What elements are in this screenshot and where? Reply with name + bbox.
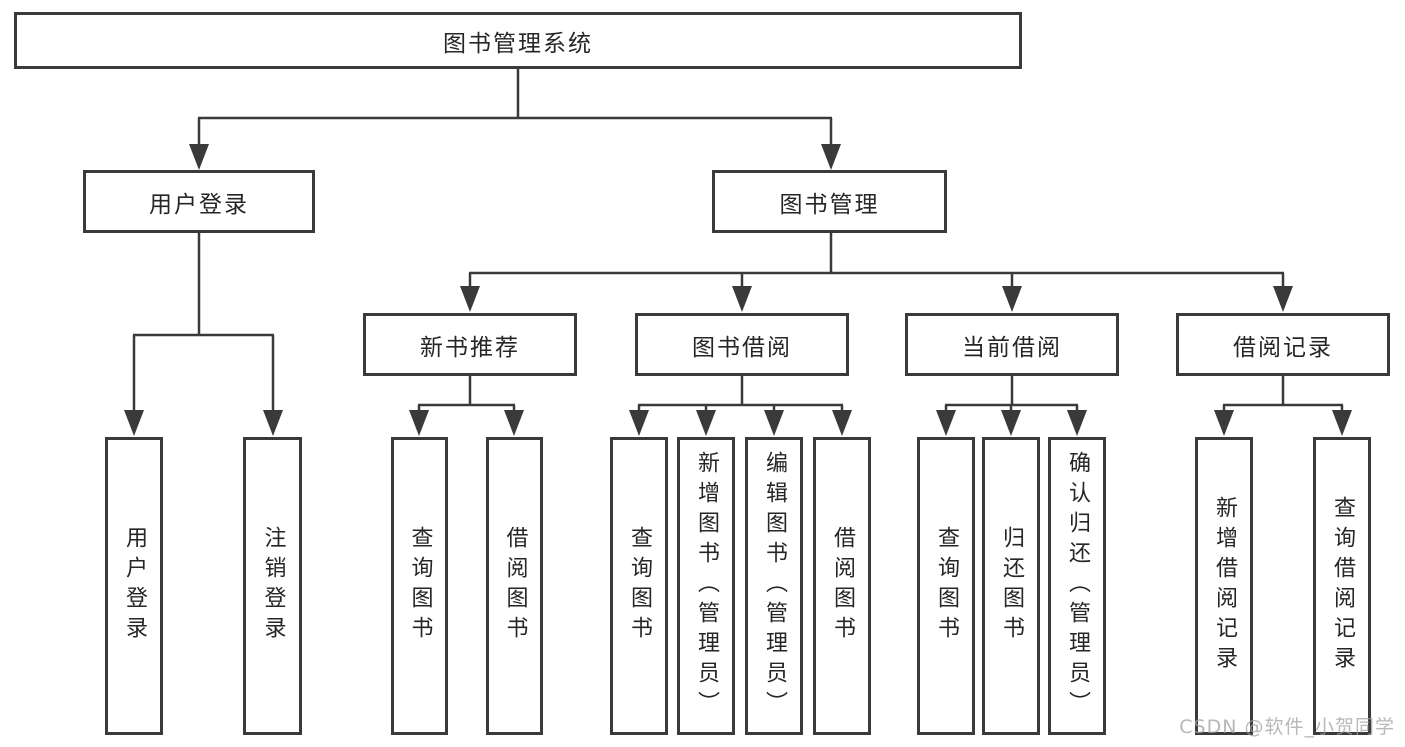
connector-current-borrow-children bbox=[936, 376, 1087, 436]
node-new-book-recommend: 新书推荐 bbox=[363, 313, 577, 376]
connector-new-book-children bbox=[409, 376, 524, 436]
node-label: 编辑图书（管理员） bbox=[762, 451, 787, 721]
node-library-management-system: 图书管理系统 bbox=[14, 12, 1022, 69]
node-book-borrow: 图书借阅 bbox=[635, 313, 849, 376]
node-label: 用户登录 bbox=[149, 191, 249, 218]
node-label: 注销登录 bbox=[260, 526, 286, 646]
csdn-watermark: CSDN @软件_小贺同学 bbox=[1179, 716, 1395, 738]
leaf-logout: 注销登录 bbox=[243, 437, 302, 735]
leaf-edit-books-admin: 编辑图书（管理员） bbox=[745, 437, 803, 735]
leaf-query-borrow-record: 查询借阅记录 bbox=[1313, 437, 1371, 735]
node-label: 借阅记录 bbox=[1233, 334, 1333, 361]
node-label: 查询借阅记录 bbox=[1330, 496, 1355, 676]
node-label: 新增借阅记录 bbox=[1212, 496, 1237, 676]
connector-root-to-level2 bbox=[189, 69, 841, 170]
node-book-management-module: 图书管理 bbox=[712, 170, 947, 233]
leaf-borrow-books-recommend: 借阅图书 bbox=[486, 437, 543, 735]
node-label: 图书借阅 bbox=[692, 334, 792, 361]
node-label: 用户登录 bbox=[122, 526, 147, 646]
connector-borrow-records-children bbox=[1214, 376, 1352, 436]
node-label: 查询图书 bbox=[407, 526, 433, 646]
leaf-query-books-current: 查询图书 bbox=[917, 437, 975, 735]
leaf-return-books: 归还图书 bbox=[982, 437, 1040, 735]
node-label: 归还图书 bbox=[999, 526, 1024, 646]
node-label: 图书管理系统 bbox=[443, 30, 593, 57]
node-label: 新增图书（管理员） bbox=[694, 451, 719, 721]
connector-user-login-children bbox=[124, 233, 283, 436]
connector-book-management-children bbox=[460, 233, 1293, 312]
node-label: 新书推荐 bbox=[420, 334, 520, 361]
node-label: 借阅图书 bbox=[502, 526, 528, 646]
node-current-borrow: 当前借阅 bbox=[905, 313, 1119, 376]
node-label: 查询图书 bbox=[627, 526, 652, 646]
node-label: 图书管理 bbox=[779, 191, 880, 218]
connector-book-borrow-children bbox=[629, 376, 852, 436]
node-label: 确认归还（管理员） bbox=[1065, 451, 1090, 721]
node-label: 当前借阅 bbox=[962, 334, 1062, 361]
leaf-add-books-admin: 新增图书（管理员） bbox=[677, 437, 735, 735]
leaf-query-books-borrow: 查询图书 bbox=[610, 437, 668, 735]
node-borrow-records: 借阅记录 bbox=[1176, 313, 1390, 376]
leaf-add-borrow-record: 新增借阅记录 bbox=[1195, 437, 1253, 735]
leaf-query-books-recommend: 查询图书 bbox=[391, 437, 448, 735]
leaf-user-login: 用户登录 bbox=[105, 437, 163, 735]
node-label: 查询图书 bbox=[934, 526, 959, 646]
leaf-borrow-books: 借阅图书 bbox=[813, 437, 871, 735]
node-label: 借阅图书 bbox=[830, 526, 855, 646]
leaf-confirm-return-admin: 确认归还（管理员） bbox=[1048, 437, 1106, 735]
node-user-login-module: 用户登录 bbox=[83, 170, 315, 233]
